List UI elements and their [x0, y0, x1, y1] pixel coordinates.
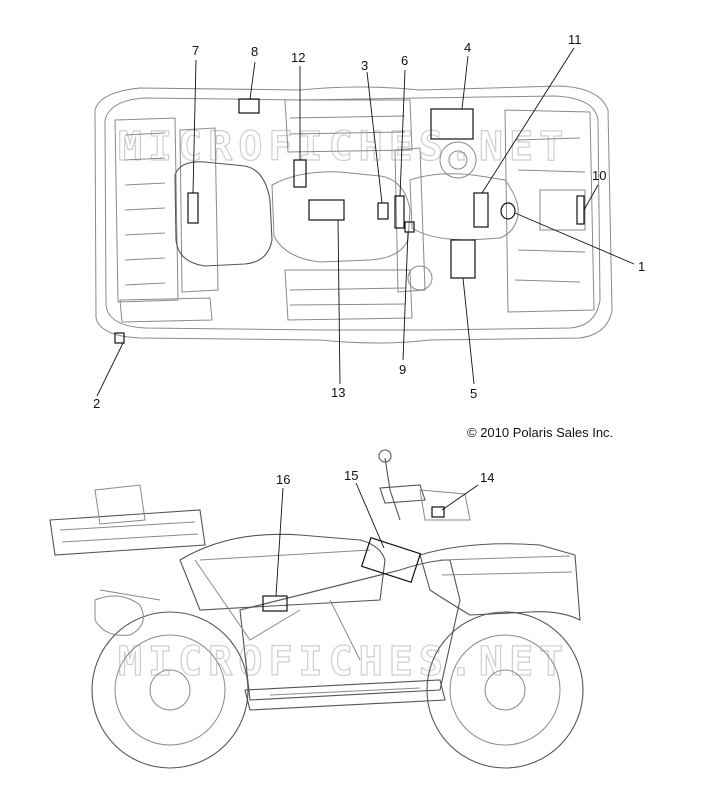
decal-2: [114, 332, 125, 344]
decal-16: [262, 595, 288, 612]
decal-5: [450, 239, 476, 279]
callout-3: 3: [361, 58, 368, 73]
callout-5: 5: [470, 386, 477, 401]
decal-10: [576, 195, 585, 225]
callout-6: 6: [401, 53, 408, 68]
top-view-atv: MICROFICHES.NET: [94, 47, 635, 397]
decal-14: [431, 506, 445, 518]
decal-4: [430, 108, 474, 140]
callout-2: 2: [93, 396, 100, 411]
decal-11: [473, 192, 489, 228]
callout-14: 14: [480, 470, 494, 485]
watermark-top: MICROFICHES.NET: [118, 124, 569, 170]
callout-8: 8: [251, 44, 258, 59]
callout-1: 1: [638, 259, 645, 274]
decal-8: [238, 98, 260, 114]
callout-10: 10: [592, 168, 606, 183]
decal-3: [377, 202, 389, 220]
callout-15: 15: [344, 468, 358, 483]
callout-4: 4: [464, 40, 471, 55]
copyright-notice: © 2010 Polaris Sales Inc.: [467, 425, 613, 440]
decal-1: [500, 202, 516, 220]
decal-9: [404, 221, 415, 233]
decal-7: [187, 192, 199, 224]
callout-13: 13: [331, 385, 345, 400]
callout-12: 12: [291, 50, 305, 65]
callout-7: 7: [192, 43, 199, 58]
decal-6: [394, 195, 405, 229]
side-view-atv: MICROFICHES.NET: [49, 449, 584, 769]
callout-16: 16: [276, 472, 290, 487]
callout-11: 11: [568, 32, 582, 47]
decal-13: [308, 199, 345, 221]
callout-9: 9: [399, 362, 406, 377]
decal-15: [360, 536, 422, 584]
